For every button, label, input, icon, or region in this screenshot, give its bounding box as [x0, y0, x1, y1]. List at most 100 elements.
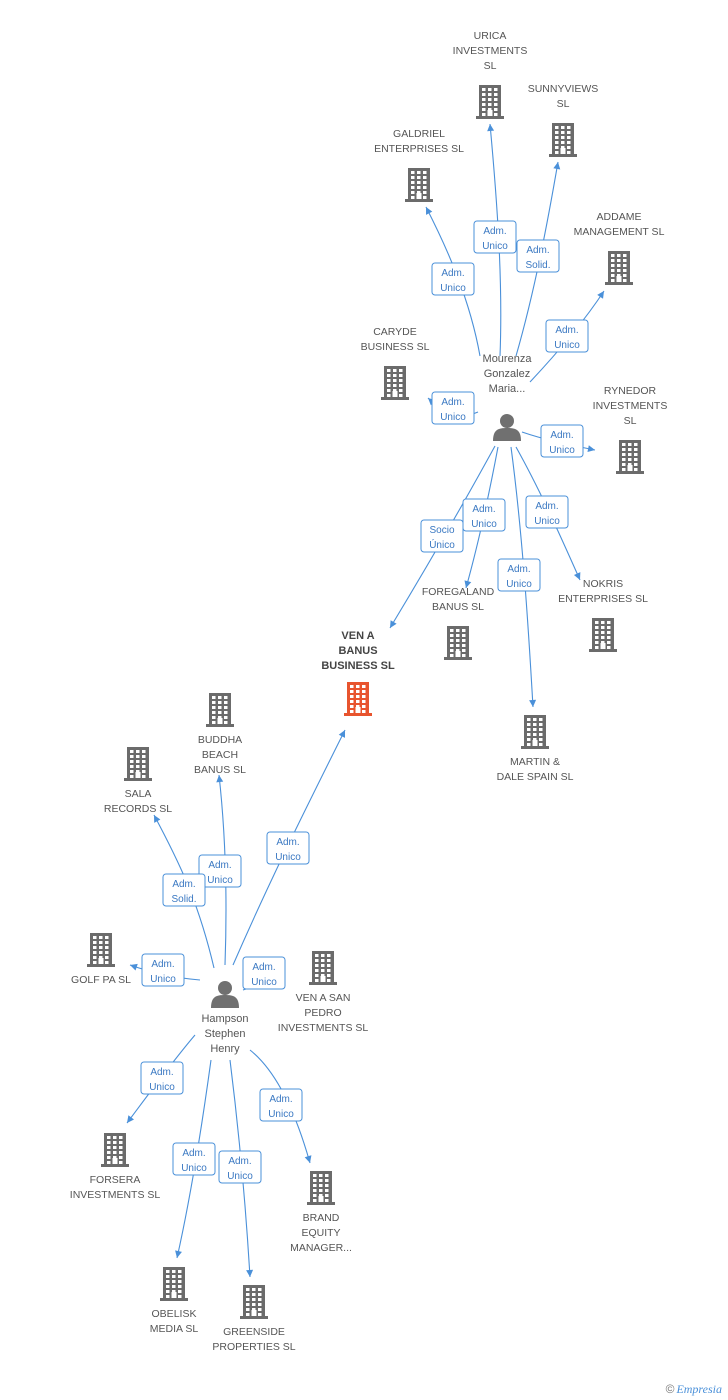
company-addame-icon[interactable]	[605, 251, 633, 285]
building-window	[462, 629, 466, 632]
building-window	[172, 1275, 176, 1278]
building-window	[325, 1179, 329, 1182]
company-rynedor-icon[interactable]	[616, 440, 644, 474]
company-sunnyviews-icon[interactable]	[549, 123, 577, 157]
building-window	[634, 448, 638, 451]
relation-badge[interactable]: Adm.Unico	[141, 953, 185, 987]
relation-badge[interactable]: Adm.Solid.	[516, 239, 560, 273]
center-company-icon[interactable]	[344, 682, 372, 716]
building-window	[105, 936, 109, 939]
arrowhead	[127, 1115, 134, 1123]
building-window	[617, 264, 621, 267]
building-window	[393, 384, 397, 387]
footer-brand[interactable]: ©Empresia	[666, 1382, 722, 1397]
building-window	[533, 733, 537, 736]
relation-badge[interactable]: Adm.Unico	[525, 495, 569, 529]
building-window	[387, 374, 391, 377]
company-urica-icon[interactable]	[476, 85, 504, 119]
company-nokris-icon[interactable]	[589, 618, 617, 652]
building-window	[362, 690, 366, 693]
relation-badge[interactable]: Adm.Unico	[473, 220, 517, 254]
company-venasanpedro-icon[interactable]	[309, 951, 337, 985]
company-golfpa-icon[interactable]	[87, 933, 115, 967]
building-window	[450, 639, 454, 642]
building-window	[315, 969, 319, 972]
building-window	[488, 88, 492, 91]
label-line: Solid.	[171, 894, 196, 905]
building-window	[327, 959, 331, 962]
label-line: URICA	[474, 30, 507, 42]
company-brand-icon[interactable]	[307, 1171, 335, 1205]
relation-badge[interactable]: Adm.Unico	[242, 956, 286, 990]
relation-badge[interactable]: Adm.Unico	[545, 319, 589, 353]
building-window	[601, 626, 605, 629]
building-window	[494, 98, 498, 101]
relation-badge-box	[497, 558, 541, 592]
relation-badge[interactable]: Adm.Unico	[497, 558, 541, 592]
relation-badge[interactable]: Adm.Unico	[172, 1142, 216, 1176]
building-window	[411, 181, 415, 184]
building-window	[319, 1179, 323, 1182]
company-sala-icon[interactable]	[124, 747, 152, 781]
label-line: Adm.	[276, 837, 299, 848]
building-window	[456, 629, 460, 632]
company-buddha-icon[interactable]	[206, 693, 234, 727]
company-foregaland-icon[interactable]	[444, 626, 472, 660]
relation-badge[interactable]: Adm.Unico	[431, 262, 475, 296]
relation-badge[interactable]: Adm.Unico	[540, 424, 584, 458]
relation-badge-text: Adm.Solid.	[525, 245, 550, 271]
building-window	[482, 93, 486, 96]
company-caryde-icon[interactable]	[381, 366, 409, 400]
relation-badge[interactable]: Adm.Unico	[259, 1088, 303, 1122]
company-forsera-icon[interactable]	[101, 1133, 129, 1167]
person-hampson-icon[interactable]	[211, 981, 239, 1008]
relation-badge-box	[198, 854, 242, 888]
building-door	[392, 391, 398, 397]
person-mourenza-icon[interactable]	[493, 414, 521, 441]
building-window	[166, 1295, 170, 1298]
label-line: Adm.	[151, 959, 174, 970]
relation-badge[interactable]: Adm.Unico	[266, 831, 310, 865]
building-window	[212, 696, 216, 699]
label-line: Adm.	[252, 962, 275, 973]
building-window	[136, 770, 140, 773]
relation-badge[interactable]: Adm.Solid.	[162, 873, 206, 907]
relation-badge-box	[540, 424, 584, 458]
building-door	[98, 958, 104, 964]
label-line: BANUS SL	[194, 764, 246, 776]
building-window	[622, 443, 626, 446]
label-line: Unico	[440, 283, 466, 294]
relation-badge[interactable]: Adm.Unico	[431, 391, 475, 425]
building-window	[93, 961, 97, 964]
company-obelisk-icon[interactable]	[160, 1267, 188, 1301]
relation-badge[interactable]: Adm.Unico	[218, 1150, 262, 1184]
label-line: INVESTMENTS SL	[278, 1022, 369, 1034]
company-greenside-icon[interactable]	[240, 1285, 268, 1319]
arrowhead	[390, 620, 397, 628]
building-window	[321, 974, 325, 977]
relation-badge[interactable]: Adm.Unico	[140, 1061, 184, 1095]
company-galdriel-icon[interactable]	[405, 168, 433, 202]
building-window	[411, 176, 415, 179]
relation-badge[interactable]: Adm.Unico	[198, 854, 242, 888]
label-line: FORSERA	[90, 1174, 141, 1186]
building-window	[212, 701, 216, 704]
building-window	[634, 458, 638, 461]
building-window	[595, 646, 599, 649]
relation-badge[interactable]: Adm.Unico	[462, 498, 506, 532]
label-line: Unico	[181, 1163, 207, 1174]
building-window	[462, 644, 466, 647]
building-window	[601, 641, 605, 644]
company-martin-icon[interactable]	[521, 715, 549, 749]
label-line: Adm.	[441, 397, 464, 408]
building-window	[561, 126, 565, 129]
building-window	[634, 468, 638, 471]
building-window	[567, 136, 571, 139]
